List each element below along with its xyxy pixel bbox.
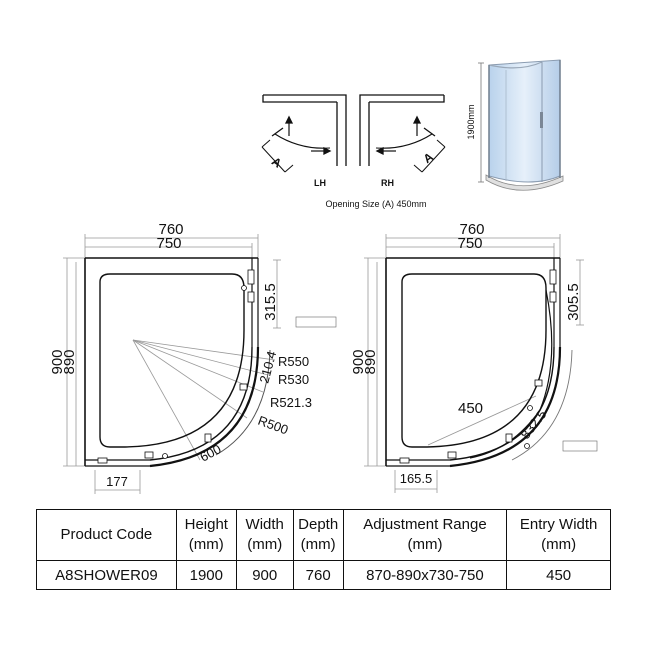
shower-enclosure-3d: [478, 59, 564, 191]
right-plan-view: [364, 234, 598, 493]
left-plan-view: [63, 234, 337, 494]
opening-diagram-rh: [359, 94, 446, 173]
right-outer-width: 760: [459, 221, 484, 238]
header-adjustment-range: Adjustment Range (mm): [342, 509, 508, 561]
spec-table: Product Code Height (mm) Width (mm) Dept…: [36, 509, 611, 590]
table-row: A8SHOWER09 1900 900 760 870-890x730-750 …: [36, 560, 611, 590]
callout-label-box: [295, 316, 337, 328]
technical-drawing: A LH A RH Opening Size (A) 450mm 1900mm: [49, 59, 598, 494]
lh-label: LH: [314, 178, 326, 188]
cell-height: 1900: [175, 560, 237, 590]
spec-table-header-row: Product Code Height (mm) Width (mm) Dept…: [36, 509, 611, 561]
left-radius-530: R530: [278, 372, 309, 387]
left-side-dim: 315.5: [262, 283, 279, 321]
left-dim-600: 600: [197, 441, 223, 464]
callout-label-box-right: [562, 440, 598, 452]
right-inner-width: 750: [457, 235, 482, 252]
cell-adjustment-range: 870-890x730-750: [342, 560, 508, 590]
right-dim-165: 165.5: [400, 471, 433, 486]
left-inner-width: 750: [156, 235, 181, 252]
right-outer-depth: 900: [350, 349, 367, 374]
opening-size-caption: Opening Size (A) 450mm: [325, 199, 426, 209]
left-radius-521: R521.3: [270, 395, 312, 410]
left-dim-177: 177: [106, 474, 128, 489]
left-dim-210: 210.4: [256, 349, 279, 384]
cell-entry-width: 450: [506, 560, 611, 590]
left-outer-width: 760: [158, 221, 183, 238]
right-inner-depth: 890: [362, 349, 379, 374]
left-outer-depth: 900: [49, 349, 66, 374]
header-entry-width: Entry Width (mm): [506, 509, 611, 561]
right-diag-450: 450: [458, 400, 483, 417]
header-height: Height (mm): [175, 509, 237, 561]
right-side-dim: 305.5: [565, 283, 582, 321]
cell-depth: 760: [292, 560, 344, 590]
left-radius-550: R550: [278, 354, 309, 369]
rh-label: RH: [381, 178, 394, 188]
opening-a-label-rh: A: [421, 149, 436, 166]
header-product-code: Product Code: [36, 509, 177, 561]
header-depth: Depth (mm): [292, 509, 344, 561]
header-width: Width (mm): [235, 509, 294, 561]
height-1900-label: 1900mm: [466, 104, 476, 139]
cell-width: 900: [235, 560, 294, 590]
left-radius-500: R500: [256, 413, 290, 438]
opening-diagram-lh: [261, 94, 347, 173]
cell-product-code: A8SHOWER09: [36, 560, 177, 590]
left-inner-depth: 890: [61, 349, 78, 374]
